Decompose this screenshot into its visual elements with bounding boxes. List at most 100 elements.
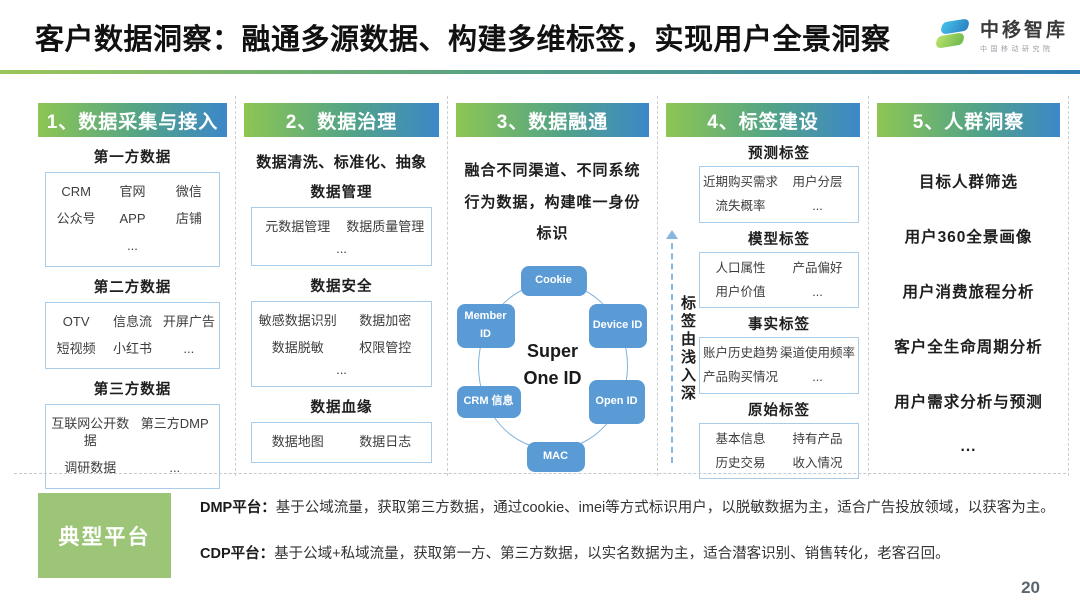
id-node-mac: MAC	[526, 441, 585, 472]
cell: 账户历史趋势	[703, 346, 779, 360]
id-node-cookie: Cookie	[520, 265, 587, 296]
cell: ...	[812, 370, 823, 385]
company-logo: 中移智库 中国移动研究院	[933, 14, 1068, 54]
predict-tags-title: 预测标签	[748, 146, 810, 162]
fact-tags-box: 账户历史趋势 渠道使用频率 产品购买情况 ...	[699, 337, 859, 394]
first-party-title: 第一方数据	[93, 150, 172, 166]
column-data-governance: 2、数据治理 数据清洗、标准化、抽象 数据管理 元数据管理 数据质量管理 ...…	[236, 96, 448, 476]
cell: 官网	[119, 184, 146, 199]
cell: ...	[127, 237, 138, 253]
data-lineage-box: 数据地图 数据日志	[251, 421, 432, 463]
logo-text: 中移智库 中国移动研究院	[980, 15, 1068, 54]
page-number: 20	[1021, 578, 1040, 597]
raw-tags-title: 原始标签	[748, 402, 810, 419]
cell-ellipsis: ...	[336, 361, 347, 377]
cdp-platform-row: CDP平台：基于公域+私域流量，获取第一方、第三方数据，以实名数据为主，适合潜客…	[200, 544, 1060, 566]
super-one-id-label: Super One ID	[523, 340, 582, 388]
insight-item: 用户360全景画像	[904, 229, 1033, 246]
third-party-box: 互联网公开数据 第三方DMP 调研数据 ...	[45, 404, 220, 490]
cell: 信息流	[112, 313, 152, 329]
data-management-box: 元数据管理 数据质量管理 ...	[251, 207, 432, 266]
cdp-platform-text: 基于公域+私域流量，获取第一方、第三方数据，以实名数据为主，适合潜客识别、销售转…	[274, 545, 950, 562]
cell: 人口属性	[715, 260, 766, 275]
column2-header: 2、数据治理	[244, 103, 439, 137]
cell: 数据地图	[271, 433, 324, 449]
insight-list: 目标人群筛选 用户360全景画像 用户消费旅程分析 客户全生命周期分析 用户需求…	[874, 137, 1063, 456]
dmp-platform-text: 基于公域流量，获取第三方数据，通过cookie、imei等方式标识用户，以脱敏数…	[275, 500, 1055, 516]
cell: 近期购买需求	[703, 175, 779, 189]
cell: 店铺	[175, 210, 202, 226]
cell: 公众号	[56, 210, 96, 226]
cell: 流失概率	[715, 199, 766, 214]
dmp-platform-row: DMP平台：基于公域流量，获取第三方数据，通过cookie、imei等方式标识用…	[200, 498, 1060, 520]
cell: 短视频	[56, 340, 96, 356]
cell: 用户价值	[715, 284, 766, 299]
cell: ...	[812, 284, 823, 299]
tag-depth-axis: 标签由浅入深	[663, 137, 696, 473]
cell: 基本信息	[715, 431, 766, 446]
tag-building-body: 标签由浅入深 预测标签 近期购买需求 用户分层 流失概率 ... 模型标签 人口…	[663, 137, 863, 479]
column-data-collection: 1、数据采集与接入 第一方数据 CRM 官网 微信 公众号 APP 店铺 ...…	[30, 96, 236, 490]
column4-header: 4、标签建设	[666, 103, 860, 137]
first-party-box: CRM 官网 微信 公众号 APP 店铺 ...	[45, 172, 220, 267]
cdp-platform-label: CDP平台：	[200, 545, 275, 562]
logo-leaf-green	[933, 31, 967, 50]
cell: 小红书	[112, 340, 152, 356]
columns-container: 1、数据采集与接入 第一方数据 CRM 官网 微信 公众号 APP 店铺 ...…	[30, 96, 1074, 490]
tag-depth-label: 标签由浅入深	[679, 295, 696, 403]
cell: 互联网公开数据	[51, 416, 130, 449]
cell: 第三方DMP	[140, 416, 209, 432]
cell: 元数据管理	[265, 219, 331, 234]
raw-tags-box: 基本信息 持有产品 历史交易 收入情况	[699, 422, 859, 479]
logo-name: 中移智库	[979, 19, 1068, 41]
fusion-intro: 融合不同渠道、不同系统行为数据，构建唯一身份标识	[464, 162, 641, 242]
predict-tags-box: 近期购买需求 用户分层 流失概率 ...	[699, 166, 859, 223]
cell: 调研数据	[64, 460, 117, 476]
column3-header: 3、数据融通	[456, 103, 649, 137]
data-security-box: 敏感数据识别 数据加密 数据脱敏 权限管控 ...	[251, 300, 432, 387]
cell: 敏感数据识别	[258, 312, 337, 328]
third-party-title: 第三方数据	[93, 382, 172, 399]
cell: 开屏广告	[162, 313, 215, 329]
up-arrow-icon	[666, 230, 678, 463]
insight-item-ellipsis: ...	[960, 438, 977, 455]
insight-item: 客户全生命周期分析	[894, 339, 1043, 356]
cell: 数据加密	[359, 312, 412, 328]
footer-divider	[14, 473, 1066, 474]
id-node-device-id: Device ID	[588, 303, 647, 348]
cell: 数据日志	[359, 433, 412, 449]
cell: 收入情况	[792, 455, 843, 470]
governance-intro: 数据清洗、标准化、抽象	[256, 154, 427, 171]
page-title: 客户数据洞察：融通多源数据、构建多维标签，实现用户全景洞察	[35, 24, 891, 56]
column1-header: 1、数据采集与接入	[38, 103, 227, 137]
data-management-title: 数据管理	[310, 185, 373, 201]
column-tag-building: 4、标签建设 标签由浅入深 预测标签 近期购买需求 用户分层 流失概率 ... …	[658, 96, 869, 479]
cell: 用户分层	[792, 175, 843, 189]
model-tags-title: 模型标签	[748, 231, 810, 248]
column5-header: 5、人群洞察	[877, 103, 1060, 137]
insight-item: 用户需求分析与预测	[894, 394, 1043, 411]
column-audience-insight: 5、人群洞察 目标人群筛选 用户360全景画像 用户消费旅程分析 客户全生命周期…	[869, 96, 1069, 476]
model-tags-box: 人口属性 产品偏好 用户价值 ...	[699, 251, 859, 308]
cell: 历史交易	[715, 455, 766, 470]
cell: CRM	[61, 184, 91, 199]
typical-platform-badge: 典型平台	[38, 493, 171, 578]
column-data-fusion: 3、数据融通 融合不同渠道、不同系统行为数据，构建唯一身份标识 Super On…	[448, 96, 658, 476]
second-party-title: 第二方数据	[93, 279, 172, 296]
cell: ...	[169, 460, 181, 476]
id-node-member-id: Member ID	[456, 303, 515, 348]
cell: OTV	[62, 313, 90, 329]
cell: ...	[812, 199, 823, 214]
cell-ellipsis: ...	[336, 240, 347, 256]
cell: 产品偏好	[792, 260, 843, 275]
cell: 数据质量管理	[346, 219, 425, 234]
fact-tags-title: 事实标签	[748, 317, 810, 333]
second-party-box: OTV 信息流 开屏广告 短视频 小红书 ...	[45, 301, 220, 370]
cell: ...	[183, 340, 195, 356]
platform-descriptions: DMP平台：基于公域流量，获取第三方数据，通过cookie、imei等方式标识用…	[200, 498, 1060, 590]
id-node-crm-info: CRM 信息	[456, 385, 521, 418]
cell	[161, 233, 217, 260]
data-security-title: 数据安全	[310, 278, 373, 295]
tag-groups: 预测标签 近期购买需求 用户分层 流失概率 ... 模型标签 人口属性 产品偏好…	[695, 137, 863, 479]
